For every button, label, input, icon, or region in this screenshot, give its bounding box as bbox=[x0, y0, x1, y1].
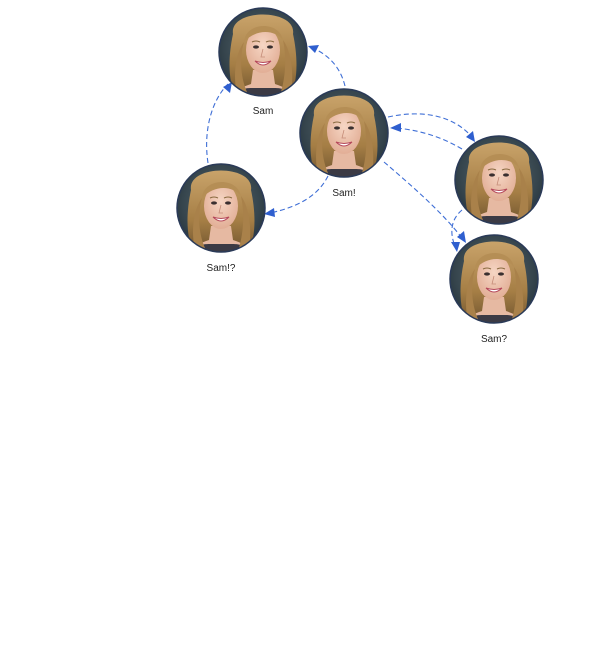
node-sam-hidden[interactable] bbox=[453, 134, 545, 230]
edge-samexclaim-to-samquestion bbox=[383, 161, 463, 239]
edge-samexclaimquestion-to-sam bbox=[206, 83, 229, 164]
arrowhead-icon bbox=[466, 131, 475, 142]
edges bbox=[206, 45, 475, 252]
arrowhead-icon bbox=[451, 242, 460, 252]
person-photo-icon bbox=[453, 134, 545, 230]
arrowhead-icon bbox=[390, 123, 401, 132]
node-label: Sam!? bbox=[207, 263, 236, 274]
person-photo-icon bbox=[298, 87, 390, 183]
node-label: Sam? bbox=[481, 334, 508, 345]
edge-samexclaim-to-samhidden bbox=[387, 113, 473, 138]
edge-samexclaim-to-samexclaimquestion bbox=[269, 175, 329, 214]
node-sam[interactable]: Sam bbox=[217, 6, 309, 117]
arrowhead-icon bbox=[264, 208, 275, 217]
node-label: Sam! bbox=[332, 188, 355, 199]
arrowhead-icon bbox=[457, 231, 466, 243]
person-photo-icon bbox=[448, 233, 540, 329]
edge-samhidden-to-samexclaim bbox=[395, 127, 463, 150]
person-photo-icon bbox=[175, 162, 267, 258]
node-sam-exclaim[interactable]: Sam! bbox=[298, 87, 390, 199]
node-sam-question[interactable]: Sam? bbox=[448, 233, 540, 345]
edge-samexclaim-to-sam bbox=[312, 47, 346, 87]
edge-samhidden-to-samquestion bbox=[451, 209, 463, 247]
node-sam-exclaim-question[interactable]: Sam!? bbox=[175, 162, 267, 274]
node-label: Sam bbox=[253, 106, 274, 117]
arrowhead-icon bbox=[308, 45, 319, 53]
arrowhead-icon bbox=[223, 82, 232, 93]
